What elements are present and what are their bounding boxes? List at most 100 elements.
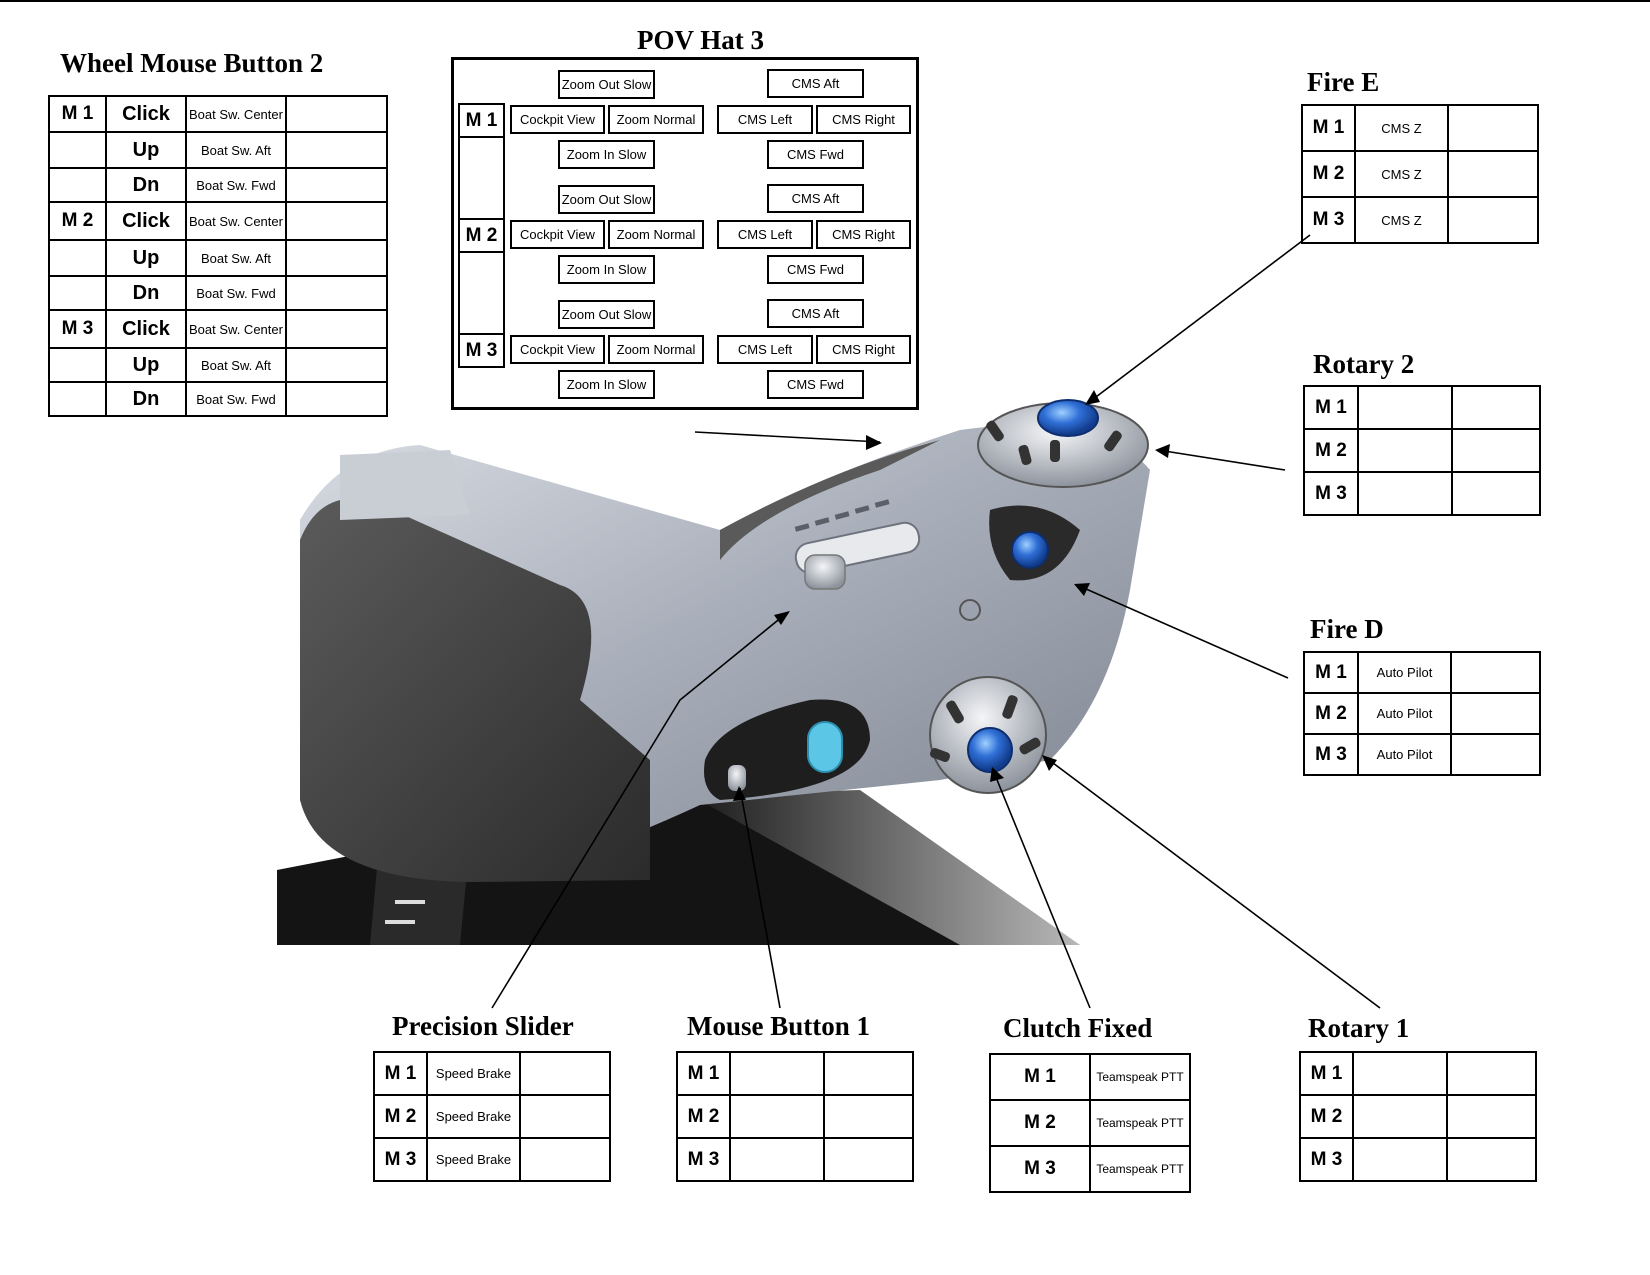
notes-cell bbox=[1450, 733, 1541, 776]
notes-cell bbox=[285, 95, 388, 133]
pov-hat-3-title: POV Hat 3 bbox=[637, 25, 764, 55]
pov-center-cell: Zoom Normal bbox=[608, 105, 704, 134]
leader-lines bbox=[491, 234, 1381, 1009]
mode-cell: M 3 bbox=[1301, 196, 1356, 244]
mode-cell: M 1 bbox=[676, 1051, 731, 1096]
pov-cms-down-cell: CMS Fwd bbox=[767, 140, 864, 169]
notes-cell bbox=[285, 309, 388, 349]
notes-cell bbox=[285, 131, 388, 169]
pov-left-cell: Cockpit View bbox=[510, 335, 605, 364]
action-cell: CMS Z bbox=[1354, 104, 1449, 152]
pov-cms-left-cell: CMS Left bbox=[717, 220, 813, 249]
action-cell bbox=[1352, 1137, 1448, 1182]
input-cell: Dn bbox=[105, 275, 187, 311]
mode-cell: M 3 bbox=[1303, 733, 1359, 776]
mouse-button-1-title: Mouse Button 1 bbox=[687, 1011, 871, 1041]
mode-cell: M 1 bbox=[989, 1053, 1091, 1101]
pov-down-cell: Zoom In Slow bbox=[558, 255, 655, 284]
input-cell: Click bbox=[105, 201, 187, 241]
table-row: M 1 bbox=[676, 1051, 914, 1096]
pov-cms-down-cell: CMS Fwd bbox=[767, 370, 864, 399]
action-cell: Speed Brake bbox=[426, 1094, 521, 1139]
input-cell: Click bbox=[105, 95, 187, 133]
pov-mode-spacer bbox=[458, 253, 505, 333]
notes-cell bbox=[1446, 1051, 1537, 1096]
notes-cell bbox=[285, 347, 388, 383]
action-cell: Speed Brake bbox=[426, 1137, 521, 1182]
pov-mode-label: M 2 bbox=[458, 218, 505, 253]
notes-cell bbox=[1447, 104, 1539, 152]
pov-mode-label: M 3 bbox=[458, 333, 505, 368]
throttle-handle bbox=[300, 425, 1150, 882]
mode-cell: M 1 bbox=[48, 95, 107, 133]
pov-cms-up-cell: CMS Aft bbox=[767, 184, 864, 213]
table-row: M 2 bbox=[1303, 428, 1541, 473]
action-cell: Speed Brake bbox=[426, 1051, 521, 1096]
notes-cell bbox=[285, 275, 388, 311]
notes-cell bbox=[285, 201, 388, 241]
pov-cms-up-cell: CMS Aft bbox=[767, 69, 864, 98]
action-cell bbox=[1352, 1094, 1448, 1139]
action-cell: CMS Z bbox=[1354, 150, 1449, 198]
pov-cms-up-cell: CMS Aft bbox=[767, 299, 864, 328]
mode-cell bbox=[48, 131, 107, 169]
action-cell: Boat Sw. Aft bbox=[185, 347, 287, 383]
table-row: M 3 bbox=[1303, 471, 1541, 516]
pov-center-cell: Zoom Normal bbox=[608, 220, 704, 249]
pov-cms-left-cell: CMS Left bbox=[717, 105, 813, 134]
action-cell bbox=[1357, 471, 1453, 516]
wheel-mouse-button-2-title: Wheel Mouse Button 2 bbox=[60, 48, 324, 78]
pov-up-cell: Zoom Out Slow bbox=[558, 300, 655, 329]
pov-center-cell: Zoom Normal bbox=[608, 335, 704, 364]
mode-cell: M 1 bbox=[1303, 385, 1359, 430]
mode-cell bbox=[48, 275, 107, 311]
notes-cell bbox=[1450, 692, 1541, 735]
pov-mode-label: M 1 bbox=[458, 103, 505, 138]
pov-down-cell: Zoom In Slow bbox=[558, 370, 655, 399]
action-cell bbox=[729, 1094, 825, 1139]
table-row: M 3 bbox=[1299, 1137, 1537, 1182]
mouse-button-1-control bbox=[704, 699, 870, 800]
action-cell: Auto Pilot bbox=[1357, 651, 1452, 694]
notes-cell bbox=[1446, 1094, 1537, 1139]
mode-cell: M 2 bbox=[1301, 150, 1356, 198]
notes-cell bbox=[1451, 385, 1541, 430]
pov-hat-3-frame bbox=[451, 57, 919, 410]
action-cell: Boat Sw. Fwd bbox=[185, 275, 287, 311]
rotary-1-title: Rotary 1 bbox=[1308, 1013, 1410, 1043]
notes-cell bbox=[1447, 196, 1539, 244]
fire-e-title: Fire E bbox=[1307, 67, 1380, 97]
input-cell: Up bbox=[105, 347, 187, 383]
notes-cell bbox=[1450, 651, 1541, 694]
mode-cell: M 2 bbox=[373, 1094, 428, 1139]
action-cell bbox=[1352, 1051, 1448, 1096]
fire-d-title: Fire D bbox=[1310, 614, 1384, 644]
pov-left-cell: Cockpit View bbox=[510, 105, 605, 134]
mode-cell: M 1 bbox=[1303, 651, 1359, 694]
mode-cell: M 2 bbox=[1303, 428, 1359, 473]
notes-cell bbox=[285, 381, 388, 417]
action-cell: Boat Sw. Aft bbox=[185, 131, 287, 169]
action-cell: CMS Z bbox=[1354, 196, 1449, 244]
mode-cell: M 3 bbox=[48, 309, 107, 349]
notes-cell bbox=[1446, 1137, 1537, 1182]
mode-cell: M 3 bbox=[1299, 1137, 1354, 1182]
mode-cell bbox=[48, 381, 107, 417]
precision-slider-control bbox=[794, 499, 921, 590]
mode-cell: M 1 bbox=[1301, 104, 1356, 152]
fire-d-button bbox=[959, 505, 1080, 621]
action-cell bbox=[729, 1051, 825, 1096]
